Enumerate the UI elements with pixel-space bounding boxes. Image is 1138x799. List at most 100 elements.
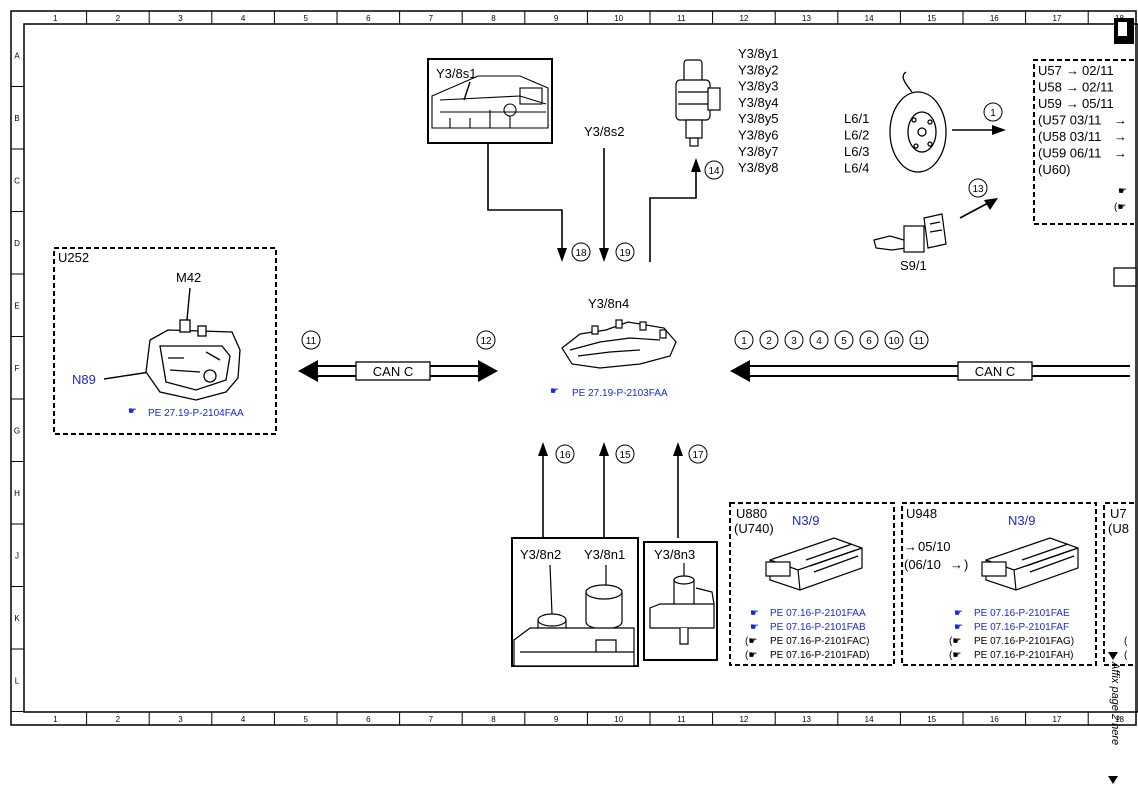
ref-icon: (☛: [949, 650, 961, 661]
can-right-num-circle: [834, 330, 854, 350]
center-ref-icon: ☛: [550, 386, 559, 397]
ref-icon: ☛: [750, 622, 759, 633]
ref-link[interactable]: PE 07.16-P-2101FAE: [974, 608, 1070, 619]
ruler-row-left: L: [15, 676, 20, 685]
ref-link[interactable]: PE 07.16-P-2101FAH): [974, 650, 1074, 661]
ruler-col-bottom: 10: [614, 715, 623, 724]
ref-link[interactable]: PE 07.16-P-2101FAC): [770, 636, 870, 647]
num-1-circle: [983, 102, 1003, 122]
y3-8n4-plate-drawing: [561, 319, 677, 369]
num-13: 13: [972, 184, 984, 195]
s9-1-switch-drawing: [873, 213, 947, 253]
ref-link[interactable]: PE 07.16-P-2101FAG): [974, 636, 1074, 647]
ruler-row-left: F: [15, 364, 20, 373]
u880-reference-list: ☛PE 07.16-P-2101FAA☛PE 07.16-P-2101FAB(☛…: [745, 608, 870, 661]
ruler-col-bottom: 1: [53, 715, 58, 724]
ruler-col-top: 11: [677, 14, 686, 23]
u880-ecu-drawing: [765, 537, 863, 591]
u740-title: (U740): [734, 521, 774, 536]
y3-8s1-label: Y3/8s1: [436, 66, 476, 81]
num-18: 18: [575, 248, 587, 259]
ref-link[interactable]: PE 07.16-P-2101FAF: [974, 622, 1069, 633]
can-right-num-circle: [784, 330, 804, 350]
ruler-col-bottom: 17: [1052, 715, 1061, 724]
u948-reference-list: ☛PE 07.16-P-2101FAE☛PE 07.16-P-2101FAF(☛…: [949, 608, 1074, 661]
ruler-col-top: 9: [554, 14, 559, 23]
num-16-circle: [555, 444, 575, 464]
can-right-num: 5: [841, 336, 847, 347]
arrow-13-head: [984, 198, 998, 210]
ruler-col-top: 2: [116, 14, 121, 23]
num-14-circle: [704, 160, 724, 180]
ref-icon: (☛: [745, 650, 757, 661]
ref-link[interactable]: PE 07.16-P-2101FAA: [770, 608, 866, 619]
y3-8n3-drawing: [649, 563, 715, 645]
center-ref-link[interactable]: PE 27.19-P-2103FAA: [572, 388, 668, 399]
ruler-col-top: 15: [927, 14, 936, 23]
num-15: 15: [619, 450, 631, 461]
ruler-col-top: 13: [802, 14, 811, 23]
ruler-col-top: 6: [366, 14, 371, 23]
ruler-col-bottom: 9: [554, 715, 559, 724]
ruler-row-left: H: [14, 489, 20, 498]
ruler-col-bottom: 12: [739, 715, 748, 724]
u252-ref-link[interactable]: PE 27.19-P-2104FAA: [148, 408, 244, 419]
ruler-row-left: J: [15, 551, 19, 560]
ruler-col-bottom: 2: [116, 715, 121, 724]
u252-title: U252: [58, 250, 89, 265]
u948-box: [901, 502, 1097, 666]
arrow-18-line: [487, 143, 563, 252]
u57-line-arrow: →: [1114, 113, 1127, 128]
u8-title: (U8: [1108, 521, 1129, 536]
grid-ruler: 1122334455667788991010111112121313141415…: [11, 11, 1124, 725]
u57-line-arrow: →: [1066, 96, 1079, 111]
num-14: 14: [708, 166, 720, 177]
arrow-16-head: [538, 442, 548, 456]
can-right-arrowhead: [730, 360, 750, 382]
arrow-15-head: [599, 442, 609, 456]
can-left-arrowhead-left: [298, 360, 318, 382]
can-left-num-11: 11: [306, 336, 317, 347]
arrow-14-head: [691, 158, 701, 172]
can-right-num-circle: [759, 330, 779, 350]
u252-box: [53, 247, 277, 435]
l6-label-list: L6/1L6/2L6/3L6/4: [844, 111, 869, 176]
corner-mark-icon: [1114, 18, 1134, 44]
num-18-circle: [571, 242, 591, 262]
num-17-circle: [688, 444, 708, 464]
inner-frame: [23, 23, 1138, 713]
can-left-num-12: 12: [480, 336, 492, 347]
ruler-col-bottom: 6: [366, 715, 371, 724]
can-left-num-11-circle: [301, 330, 321, 350]
u7-title: U7: [1110, 506, 1127, 521]
ruler-col-bottom: 3: [178, 715, 183, 724]
ruler-col-top: 3: [178, 14, 183, 23]
ruler-col-bottom: 4: [241, 715, 246, 724]
u948-date-1: 05/10: [918, 539, 951, 554]
solenoid-valve-drawing: [675, 59, 721, 147]
speed-sensors-drawing: [513, 564, 635, 667]
y3-8n3-label: Y3/8n3: [654, 547, 695, 562]
ruler-col-top: 5: [303, 14, 308, 23]
ruler-col-top: 8: [491, 14, 496, 23]
solenoid-label: Y3/8y6: [738, 128, 778, 143]
ruler-col-top: 17: [1052, 14, 1061, 23]
ref-link[interactable]: PE 07.16-P-2101FAB: [770, 622, 866, 633]
ref-icon: (☛: [949, 636, 961, 647]
u252-module-group: U252 M42 N89 ☛ PE 27.19-P-2104FAA: [53, 247, 277, 435]
arrow-17-head: [673, 442, 683, 456]
u948-title: U948: [906, 506, 937, 521]
y3-8n4-label: Y3/8n4: [588, 296, 629, 311]
ruler-row-left: B: [14, 114, 19, 123]
ruler-col-bottom: 18: [1115, 715, 1124, 724]
solenoid-label: Y3/8y3: [738, 79, 778, 94]
l6-label: L6/2: [844, 128, 869, 143]
num-16: 16: [559, 450, 571, 461]
ref-link[interactable]: PE 07.16-P-2101FAD): [770, 650, 870, 661]
y3-8s1-leader: [463, 81, 471, 101]
ruler-col-top: 1: [53, 14, 58, 23]
ruler-col-bottom: 7: [429, 715, 434, 724]
